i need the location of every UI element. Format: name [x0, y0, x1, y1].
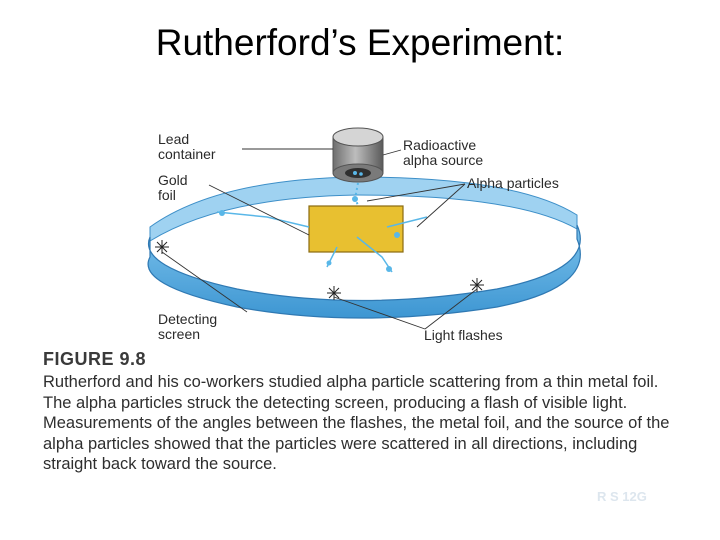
apparatus-diagram — [147, 127, 581, 330]
gold-foil-sheet — [308, 205, 404, 253]
alpha-particle — [386, 266, 392, 272]
alpha-particle — [326, 260, 332, 266]
label-light-flashes: Light flashes — [424, 327, 503, 343]
watermark: R S 12G — [597, 489, 647, 504]
label-lead-container: Lead container — [158, 131, 216, 162]
leader-lines — [161, 148, 478, 330]
alpha-particle — [219, 210, 225, 216]
slide-title: Rutherford’s Experiment: — [155, 22, 565, 63]
label-gold-foil: Gold foil — [158, 172, 188, 203]
figure-number: FIGURE 9.8 — [43, 349, 147, 369]
label-alpha-particles: Alpha particles — [467, 175, 559, 191]
detecting-screen-front — [147, 224, 581, 319]
label-detecting-screen: Detecting screen — [158, 311, 218, 342]
label-radioactive-source: Radioactive alpha source — [403, 137, 484, 168]
light-flash-icons — [155, 240, 484, 300]
rutherford-figure: Lead container Radioactive alpha source … — [37, 117, 678, 509]
figure-caption: Rutherford and his co-workers studied al… — [43, 373, 670, 473]
lead-container — [332, 127, 384, 183]
alpha-particle — [394, 232, 400, 238]
